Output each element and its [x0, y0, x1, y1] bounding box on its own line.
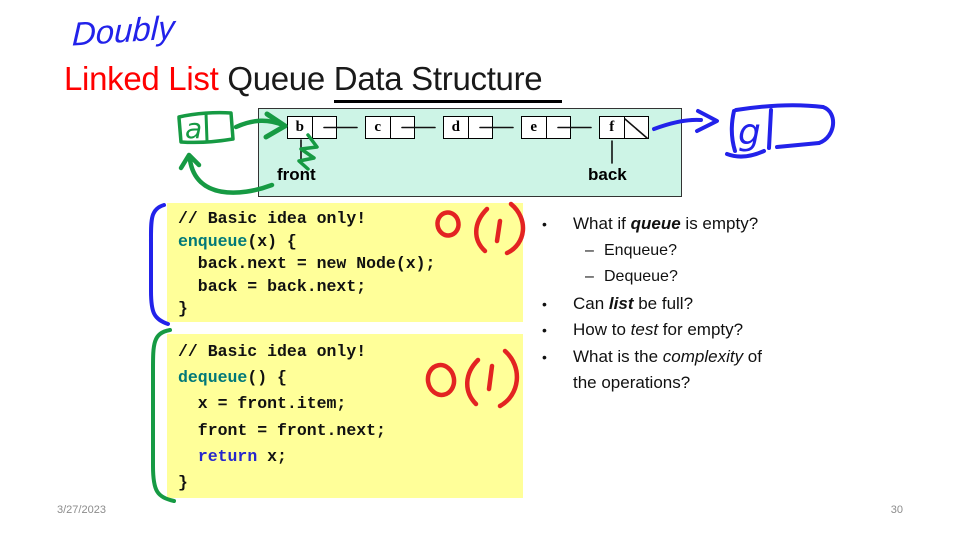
- list-node-b: b: [287, 116, 337, 139]
- front-label: front: [277, 165, 316, 184]
- node-value: d: [444, 117, 469, 138]
- blue-bracket-enqueue-block: [148, 203, 170, 326]
- bullet-text-segment: is empty?: [680, 214, 759, 233]
- list-node-f: f: [599, 116, 649, 139]
- dequeue-code-block: // Basic idea only! dequeue() { x = front…: [167, 334, 523, 498]
- enqueue-code-block: // Basic idea only! enqueue(x) { back.nex…: [167, 203, 523, 322]
- node-value: c: [366, 117, 391, 138]
- bullet-text-segment: How to: [573, 320, 631, 339]
- handwritten-new-back-node-blue: g: [725, 103, 835, 159]
- node-value: f: [600, 117, 625, 138]
- bullet-item: • Can list be full?: [542, 291, 789, 318]
- code-segment: x = front.item;: [178, 394, 347, 414]
- bullet-item: • What if queue is empty?: [542, 211, 789, 238]
- bullet-marker-icon: •: [542, 216, 547, 232]
- bullet-text: What is the complexity of the operations…: [573, 344, 789, 397]
- code-segment: [178, 447, 198, 466]
- title-data-structure: Data Structure: [333, 60, 563, 103]
- code-segment: front = front.next;: [178, 420, 386, 440]
- code-segment: back.next = new Node(x);: [178, 254, 436, 274]
- code-line: back.next = new Node(x);: [178, 253, 523, 276]
- bullet-text: Dequeue?: [604, 264, 789, 291]
- bullet-text-segment: complexity: [662, 346, 744, 366]
- bullet-text: Enqueue?: [604, 238, 789, 265]
- code-segment: }: [178, 473, 188, 493]
- title-queue: Queue: [218, 60, 334, 97]
- node-pointer-cell: [625, 117, 649, 138]
- code-segment: back = back.next;: [178, 276, 367, 296]
- code-line: return x;: [178, 444, 523, 470]
- code-segment: enqueue: [178, 231, 248, 251]
- bullet-text-segment: What if: [573, 214, 631, 233]
- code-line: back = back.next;: [178, 276, 523, 299]
- node-pointer-cell: [547, 117, 571, 138]
- bullet-text-segment: What is the: [573, 346, 663, 366]
- bullet-marker-icon: •: [542, 295, 547, 312]
- list-node-e: e: [521, 116, 571, 139]
- node-pointer-cell: [313, 117, 337, 138]
- bullet-marker-icon: –: [585, 241, 594, 259]
- code-line: enqueue(x) {: [178, 231, 523, 254]
- node-pointer-cell: [391, 117, 415, 138]
- code-segment: // Basic idea only!: [178, 209, 367, 228]
- code-line: }: [178, 470, 523, 496]
- code-line: // Basic idea only!: [178, 339, 523, 365]
- code-line: front = front.next;: [178, 418, 523, 444]
- page-title: Linked List Queue Data Structure: [64, 60, 563, 103]
- list-node-c: c: [365, 116, 415, 139]
- handwritten-new-front-node-green: a: [177, 110, 235, 145]
- bullet-marker-icon: •: [542, 348, 547, 365]
- code-line: }: [178, 298, 523, 321]
- code-line: // Basic idea only!: [178, 208, 523, 231]
- bullet-text: Can list be full?: [573, 291, 789, 318]
- back-label: back: [588, 165, 627, 184]
- bullet-text: How to test for empty?: [573, 317, 789, 344]
- list-node-d: d: [443, 116, 493, 139]
- bullet-text: What if queue is empty?: [573, 211, 789, 238]
- node-value: b: [288, 117, 313, 138]
- handwritten-doubly-annotation: Doubly: [71, 8, 176, 53]
- code-line: dequeue() {: [178, 365, 523, 391]
- handwritten-node-a-label: a: [185, 112, 202, 145]
- slide-page-number: 30: [890, 504, 903, 516]
- code-segment: }: [178, 299, 188, 319]
- bullet-text-segment: for empty?: [658, 320, 744, 339]
- node-pointer-cell: [469, 117, 493, 138]
- bullet-text-segment: Can: [573, 293, 609, 313]
- code-segment: // Basic idea only!: [178, 342, 367, 361]
- code-segment: () {: [247, 368, 287, 388]
- handwritten-node-g-label: g: [738, 112, 761, 153]
- bullet-text-segment: Enqueue?: [604, 241, 677, 259]
- bullet-text-segment: of the operations?: [573, 346, 762, 393]
- node-value: e: [522, 117, 547, 138]
- sub-bullet-item: –Enqueue?: [585, 238, 789, 265]
- bullet-marker-icon: •: [542, 322, 547, 338]
- title-linked-list: Linked List: [64, 60, 219, 97]
- code-segment: dequeue: [178, 368, 248, 388]
- bullet-item: • How to test for empty?: [542, 317, 789, 344]
- sub-bullet-item: –Dequeue?: [585, 264, 789, 291]
- code-segment: x;: [257, 446, 287, 466]
- discussion-bullet-list: •What if queue is empty?–Enqueue?–Dequeu…: [542, 211, 789, 397]
- slide-date: 3/27/2023: [57, 504, 106, 516]
- bullet-text-segment: test: [630, 320, 659, 339]
- bullet-text-segment: queue: [630, 214, 681, 233]
- bullet-text-segment: list: [608, 293, 634, 313]
- bullet-marker-icon: –: [585, 268, 594, 285]
- code-segment: return: [197, 446, 258, 466]
- bullet-text-segment: Dequeue?: [604, 268, 678, 285]
- code-segment: (x) {: [247, 231, 297, 251]
- bullet-item: • What is the complexity of the operation…: [542, 344, 789, 397]
- code-line: x = front.item;: [178, 391, 523, 417]
- bullet-text-segment: be full?: [633, 293, 694, 313]
